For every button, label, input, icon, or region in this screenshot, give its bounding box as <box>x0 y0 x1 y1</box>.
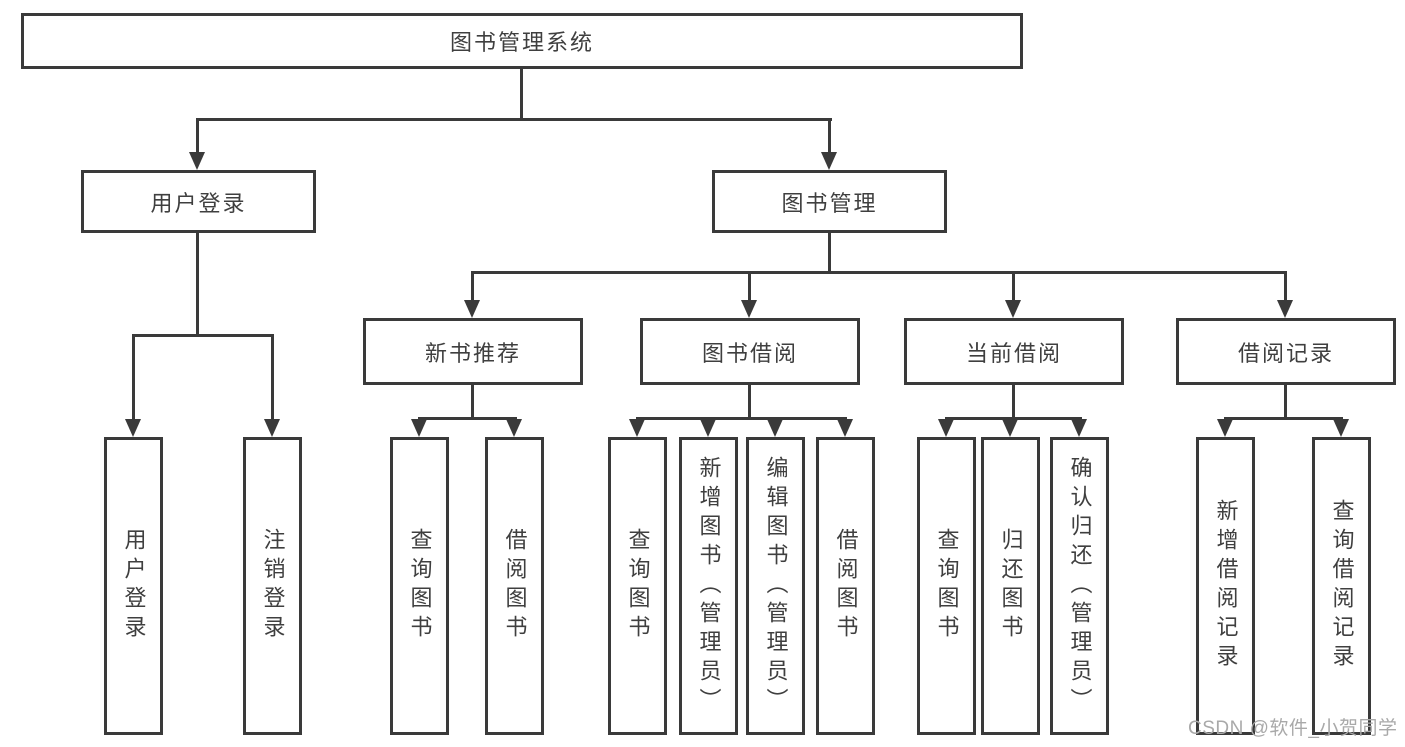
arrowhead <box>938 419 954 437</box>
connector-line <box>471 271 474 302</box>
arrowhead <box>464 300 480 318</box>
arrowhead <box>1333 419 1349 437</box>
arrowhead <box>1002 419 1018 437</box>
connector-line <box>945 417 1082 420</box>
connector-line <box>1284 385 1287 420</box>
node-label: 新增图书（管理员） <box>696 455 722 717</box>
connector-line <box>828 233 831 274</box>
connector-line <box>748 271 751 302</box>
node-label: 借阅图书 <box>833 528 859 644</box>
connector-line <box>418 417 517 420</box>
watermark: CSDN @软件_小贺同学 <box>1188 718 1398 739</box>
arrowhead <box>1217 419 1233 437</box>
node-label: 查询借阅记录 <box>1329 499 1355 673</box>
node-borrow-books: 借阅图书 <box>816 437 875 735</box>
node-query-books-current: 查询图书 <box>917 437 976 735</box>
connector-line <box>748 385 751 420</box>
connector-line <box>196 118 199 154</box>
connector-line <box>520 68 523 120</box>
node-label: 用户登录 <box>121 528 147 644</box>
node-label: 归还图书 <box>998 528 1024 644</box>
node-library-management-system: 图书管理系统 <box>21 13 1023 69</box>
connector-line <box>196 118 832 121</box>
arrowhead <box>700 419 716 437</box>
connector-line <box>1012 271 1015 302</box>
arrowhead <box>411 419 427 437</box>
node-return-books: 归还图书 <box>981 437 1040 735</box>
connector-line <box>132 334 274 337</box>
node-edit-book-admin: 编辑图书（管理员） <box>746 437 805 735</box>
node-label: 新书推荐 <box>424 340 521 366</box>
node-borrow-books-recommend: 借阅图书 <box>485 437 544 735</box>
arrowhead <box>741 300 757 318</box>
arrowhead <box>506 419 522 437</box>
node-label: 查询图书 <box>625 528 651 644</box>
node-label: 确认归还（管理员） <box>1067 455 1093 717</box>
node-label: 借阅记录 <box>1237 340 1334 366</box>
connector-line <box>1224 417 1343 420</box>
connector-line <box>471 271 1287 274</box>
node-confirm-return-admin: 确认归还（管理员） <box>1050 437 1109 735</box>
node-label: 图书管理 <box>781 190 878 216</box>
node-book-management: 图书管理 <box>712 170 947 233</box>
arrowhead <box>837 419 853 437</box>
node-label: 借阅图书 <box>502 528 528 644</box>
node-label: 图书管理系统 <box>449 30 594 55</box>
node-new-book-recommendation: 新书推荐 <box>363 318 583 385</box>
node-label: 查询图书 <box>934 528 960 644</box>
arrowhead <box>821 152 837 170</box>
arrowhead <box>1071 419 1087 437</box>
node-logout: 注销登录 <box>243 437 302 735</box>
arrowhead <box>629 419 645 437</box>
node-add-borrow-record: 新增借阅记录 <box>1196 437 1255 735</box>
connector-line <box>196 233 199 337</box>
connector-line <box>1012 385 1015 420</box>
node-book-borrowing: 图书借阅 <box>640 318 860 385</box>
arrowhead <box>1005 300 1021 318</box>
node-label: 用户登录 <box>150 190 247 216</box>
connector-line <box>271 334 274 420</box>
connector-line <box>1284 271 1287 302</box>
connector-line <box>471 385 474 420</box>
node-label: 当前借阅 <box>965 340 1062 366</box>
connector-line <box>828 118 831 154</box>
node-label: 图书借阅 <box>701 340 798 366</box>
node-query-borrow-record: 查询借阅记录 <box>1312 437 1371 735</box>
node-label: 编辑图书（管理员） <box>763 455 789 717</box>
arrowhead <box>189 152 205 170</box>
arrowhead <box>1277 300 1293 318</box>
connector-line <box>132 334 135 420</box>
node-label: 注销登录 <box>260 528 286 644</box>
node-user-login-leaf: 用户登录 <box>104 437 163 735</box>
node-borrowing-records: 借阅记录 <box>1176 318 1396 385</box>
node-current-borrowing: 当前借阅 <box>904 318 1124 385</box>
node-user-login: 用户登录 <box>81 170 316 233</box>
connector-line <box>636 417 847 420</box>
arrowhead <box>264 419 280 437</box>
arrowhead <box>125 419 141 437</box>
node-query-books-recommend: 查询图书 <box>390 437 449 735</box>
node-label: 查询图书 <box>407 528 433 644</box>
arrowhead <box>767 419 783 437</box>
node-add-book-admin: 新增图书（管理员） <box>679 437 738 735</box>
node-label: 新增借阅记录 <box>1213 499 1239 673</box>
node-query-books-borrowing: 查询图书 <box>608 437 667 735</box>
